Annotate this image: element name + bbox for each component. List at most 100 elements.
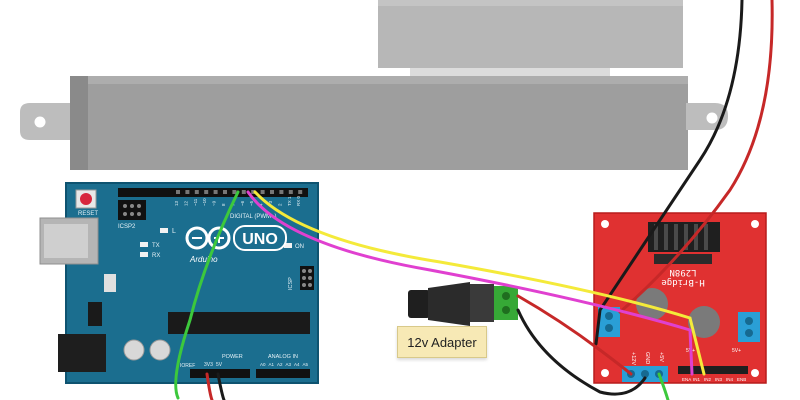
- hb-enb-jumper-label: 5V+: [732, 348, 741, 354]
- digital-pin: [288, 190, 293, 194]
- power-label: POWER: [222, 354, 243, 360]
- icsp2-label: ICSP2: [118, 224, 136, 230]
- analog-pin-label: A5: [303, 362, 309, 367]
- digital-pin: [298, 190, 303, 194]
- l-led: [160, 228, 168, 233]
- hbridge-capacitor-1: [636, 288, 668, 320]
- digital-pin-label: ~9: [212, 200, 217, 206]
- digital-pin-label: ~11: [193, 198, 198, 206]
- input-pin-header: [678, 366, 748, 374]
- digital-pin-label: ~10: [202, 198, 207, 206]
- left-mount-hole: [34, 116, 46, 128]
- regulator: [88, 302, 102, 326]
- capacitor-2: [149, 339, 171, 361]
- icsp2-header: [118, 200, 146, 220]
- icsp-label: ICSP: [288, 277, 294, 290]
- digital-label: DIGITAL (PWM~): [230, 214, 277, 220]
- actuator-top-body: [378, 0, 683, 68]
- tx-led: [140, 242, 148, 247]
- digital-pin: [213, 190, 218, 194]
- actuator-left-mount: [20, 103, 72, 140]
- hb-gnd-label: GND: [644, 352, 650, 364]
- digital-pin-label: ~5: [249, 200, 254, 206]
- input-pin-label: ENB: [737, 377, 746, 382]
- l-led-label: L: [172, 228, 176, 235]
- tx-label: TX: [152, 243, 160, 249]
- v5-label: 5V: [216, 362, 223, 368]
- dc-jack: [58, 334, 106, 372]
- digital-pin: [185, 190, 190, 194]
- hbridge-title-line1: L298N: [669, 267, 696, 277]
- uno-brand-text: UNO: [242, 231, 278, 248]
- crystal: [104, 274, 116, 292]
- reset-label: RESET: [78, 211, 98, 217]
- digital-header-pins: [176, 190, 303, 194]
- usb-port-inner: [44, 224, 88, 258]
- digital-pin-label: 8: [221, 203, 226, 206]
- hbridge-hole-tr: [751, 220, 759, 228]
- digital-pin: [279, 190, 284, 194]
- wire-actuator-red: [618, 0, 774, 314]
- hb-5v-label: +5V: [658, 352, 664, 362]
- digital-pin-label: 2: [277, 203, 282, 206]
- analog-pin-label: A3: [286, 362, 292, 367]
- actuator-tube: [70, 76, 688, 170]
- on-label: ON: [295, 244, 304, 250]
- hbridge-hole-bl: [601, 369, 609, 377]
- dc-adapter: [408, 282, 518, 326]
- input-pin-label: IN4: [726, 377, 734, 382]
- digital-pin: [241, 190, 246, 194]
- actuator-tube-endcap: [70, 76, 88, 170]
- analog-header: [256, 369, 310, 378]
- digital-pin: [270, 190, 274, 194]
- linear-actuator: [20, 0, 728, 170]
- adapter-screw-terminal: [494, 286, 518, 320]
- analog-pin-label: A1: [269, 362, 275, 367]
- l298n-chip: [654, 254, 712, 264]
- digital-pin-label: 4: [259, 203, 264, 206]
- on-led: [284, 243, 292, 248]
- analog-pin-label: A4: [294, 362, 300, 367]
- input-pin-label: ENA: [682, 377, 691, 382]
- actuator-tube-highlight: [88, 76, 688, 84]
- hbridge-hole-br: [751, 369, 759, 377]
- wire-5v-red: [205, 372, 214, 400]
- input-pin-label: IN2: [704, 377, 712, 382]
- digital-header: [118, 188, 308, 197]
- adapter-plug-body: [428, 282, 470, 326]
- digital-pin-label: 12: [183, 200, 188, 206]
- v33-label: 3V3: [204, 362, 213, 368]
- hbridge-hole-tl: [601, 220, 609, 228]
- wire-gnd-black: [216, 372, 226, 400]
- arduino-logo-icon: [185, 226, 231, 250]
- arduino-logo-text: Arduino: [189, 255, 218, 264]
- ioref-label: IOREF: [180, 363, 195, 369]
- digital-pin-label: RX 0: [296, 195, 301, 206]
- rx-label: RX: [152, 253, 160, 259]
- input-pin-label: IN3: [715, 377, 723, 382]
- wires: [174, 0, 774, 400]
- digital-pin: [232, 190, 237, 194]
- analog-pin-label: A0: [260, 362, 266, 367]
- hbridge-capacitor-2: [688, 306, 720, 338]
- wire-yellow-pin: [253, 190, 706, 376]
- wire-5v-green: [657, 372, 670, 400]
- power-header: [190, 369, 250, 378]
- analog-label: ANALOG IN: [268, 354, 298, 360]
- rx-led: [140, 252, 148, 257]
- wire-magenta-pin: [246, 190, 694, 376]
- actuator-top-highlight: [378, 0, 683, 6]
- digital-pin: [194, 190, 199, 194]
- uno-badge: [233, 225, 287, 251]
- wire-actuator-black: [594, 0, 744, 346]
- digital-pin: [223, 190, 227, 194]
- motor-a-terminal: [598, 307, 620, 337]
- digital-pin: [176, 190, 180, 194]
- capacitor-1: [123, 339, 145, 361]
